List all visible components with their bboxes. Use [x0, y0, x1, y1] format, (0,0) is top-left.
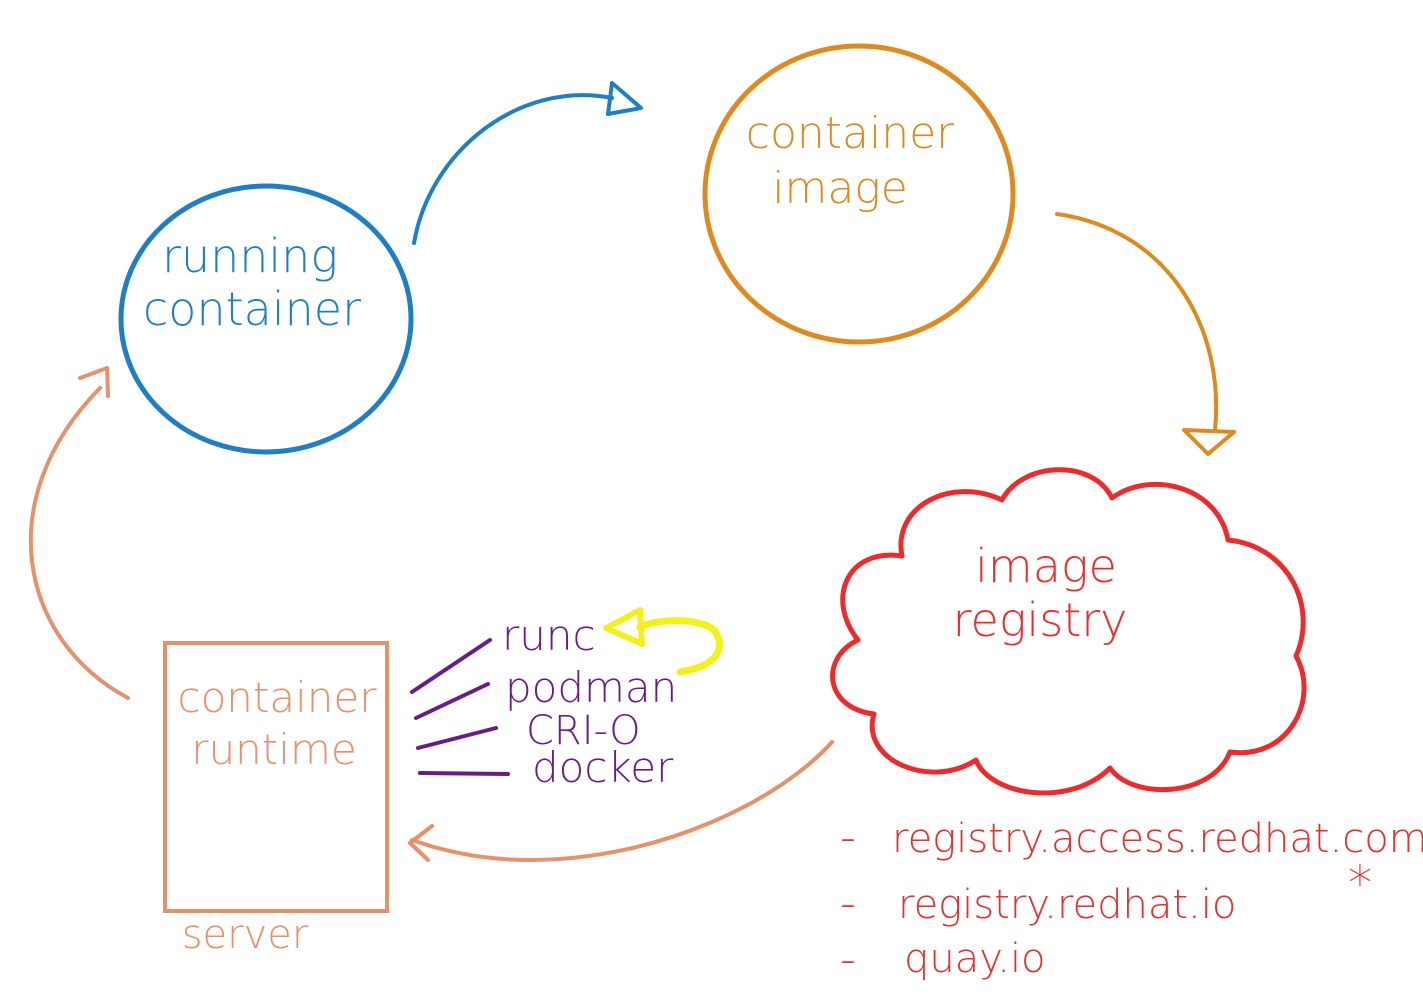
container-image-circle: [702, 43, 1016, 345]
container-runtime-node: container runtime server: [163, 641, 389, 958]
arrow-runtime-to-running: [28, 366, 130, 700]
registry-item-bullet: -: [840, 934, 856, 985]
server-caption: server: [182, 912, 309, 958]
tool-cri-o: CRI-O: [526, 708, 641, 754]
arrow-runtime-to-running-line: [28, 386, 130, 700]
arrow-running-to-image-line: [412, 93, 614, 245]
arrow-registry-to-runtime: [408, 740, 834, 863]
registry-item-name: quay.io: [904, 936, 1046, 982]
container-runtime-box: [163, 641, 389, 913]
tool-connector-4: [418, 771, 510, 776]
container-image-label-line2: image: [772, 163, 908, 214]
arrow-image-to-registry-head: [1182, 428, 1236, 456]
container-image-label-line1: container: [746, 108, 955, 159]
arrow-running-to-image: [412, 81, 643, 245]
arrow-registry-to-runtime-line: [410, 740, 834, 863]
registry-recommended-mark: *: [1348, 856, 1372, 912]
image-registry-node: image registry: [830, 467, 1307, 796]
highlight-arrow-line: [636, 617, 723, 676]
running-container-label-line2: container: [143, 282, 361, 336]
tool-connector-2: [414, 682, 490, 720]
runtime-tools: runc podman CRI-O docker: [410, 607, 723, 792]
running-container-circle: [118, 183, 414, 455]
tool-connector-3: [416, 726, 498, 750]
registry-item-bullet: -: [840, 878, 856, 929]
registry-list-item: - registry.access.redhat.com: [840, 812, 1423, 863]
arrow-image-to-registry-line: [1055, 212, 1219, 432]
registry-list: - registry.access.redhat.com - registry.…: [840, 812, 1423, 985]
registry-item-bullet: -: [840, 812, 856, 863]
container-runtime-label-line1: container: [177, 673, 377, 722]
podman-uses-runc-highlight: [603, 607, 723, 676]
tool-docker: docker: [532, 743, 674, 792]
tool-connector-1: [410, 638, 492, 694]
running-container-node: running container: [118, 183, 414, 455]
image-registry-label-line2: registry: [953, 593, 1128, 647]
tool-podman: podman: [505, 663, 677, 712]
highlight-arrow-head: [603, 607, 645, 647]
arrow-image-to-registry: [1055, 212, 1236, 456]
container-runtime-label-line2: runtime: [191, 725, 356, 774]
registry-list-item: - quay.io: [840, 934, 1046, 985]
arrow-running-to-image-head: [606, 81, 643, 116]
arrow-registry-to-runtime-head: [408, 824, 434, 862]
tool-runc: runc: [502, 611, 596, 660]
registry-list-item: - registry.redhat.io *: [840, 856, 1372, 929]
container-image-node: container image: [702, 43, 1016, 345]
image-registry-cloud: [830, 467, 1307, 796]
arrow-runtime-to-running-head: [78, 366, 110, 398]
image-registry-label-line1: image: [975, 539, 1117, 593]
registry-item-name: registry.redhat.io: [898, 882, 1236, 928]
registry-item-name: registry.access.redhat.com: [892, 816, 1423, 862]
running-container-label-line1: running: [162, 229, 338, 283]
